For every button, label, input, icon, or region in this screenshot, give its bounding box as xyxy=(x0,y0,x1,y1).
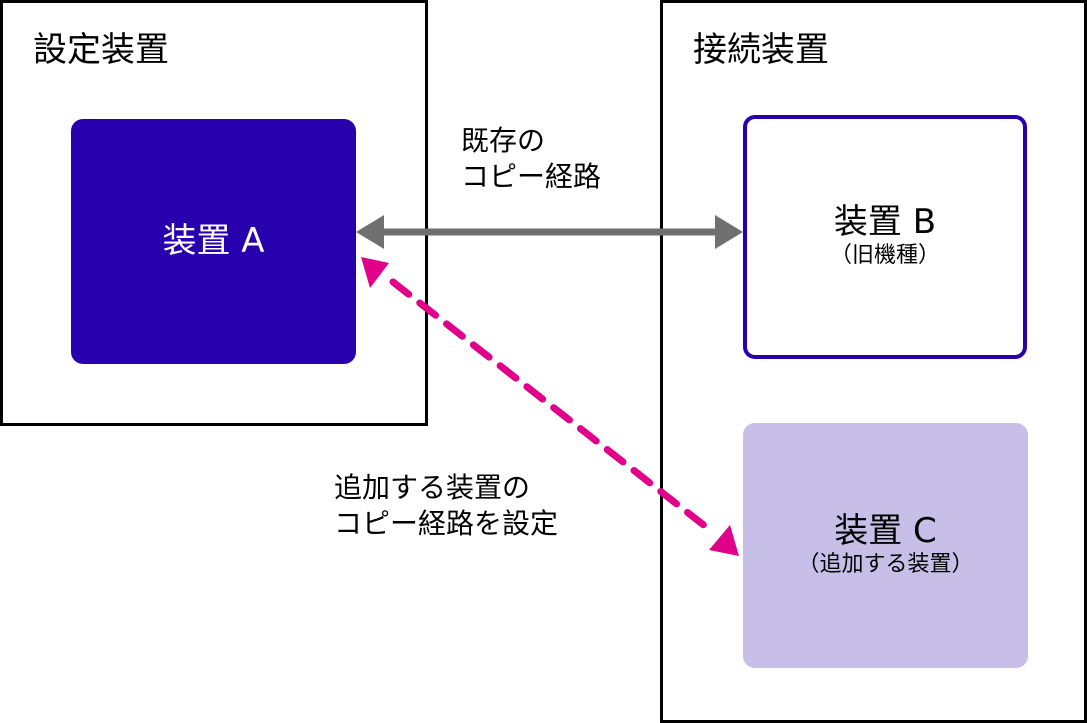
arrowhead-up-left-icon xyxy=(361,257,389,288)
device-a-name: 装置 A xyxy=(162,220,265,261)
arrowhead-right-icon xyxy=(715,215,743,249)
device-a-box[interactable]: 装置 A xyxy=(71,119,356,364)
existing-path-label-line2: コピー経路 xyxy=(461,159,602,193)
device-b-subtitle: （旧機種） xyxy=(829,243,940,269)
new-path-label-line2: コピー経路を設定 xyxy=(334,506,559,540)
existing-path-label: 既存の コピー経路 xyxy=(461,123,601,194)
device-b-box[interactable]: 装置 B （旧機種） xyxy=(743,115,1027,359)
new-path-line xyxy=(389,278,714,534)
arrowhead-left-icon xyxy=(356,215,384,249)
new-copy-path-arrow xyxy=(361,257,739,556)
device-b-name: 装置 B xyxy=(833,202,937,243)
arrowhead-down-right-icon xyxy=(709,525,739,556)
device-c-name: 装置 C xyxy=(834,510,937,551)
device-c-box[interactable]: 装置 C （追加する装置） xyxy=(743,423,1028,668)
existing-path-label-line1: 既存の xyxy=(461,124,546,157)
new-path-label: 追加する装置の コピー経路を設定 xyxy=(334,470,558,541)
device-c-subtitle: （追加する装置） xyxy=(797,551,974,577)
setting-device-title: 設定装置 xyxy=(33,30,169,70)
new-path-label-line1: 追加する装置の xyxy=(334,471,531,504)
existing-copy-path-arrow xyxy=(356,215,743,249)
connected-device-title: 接続装置 xyxy=(693,30,829,70)
